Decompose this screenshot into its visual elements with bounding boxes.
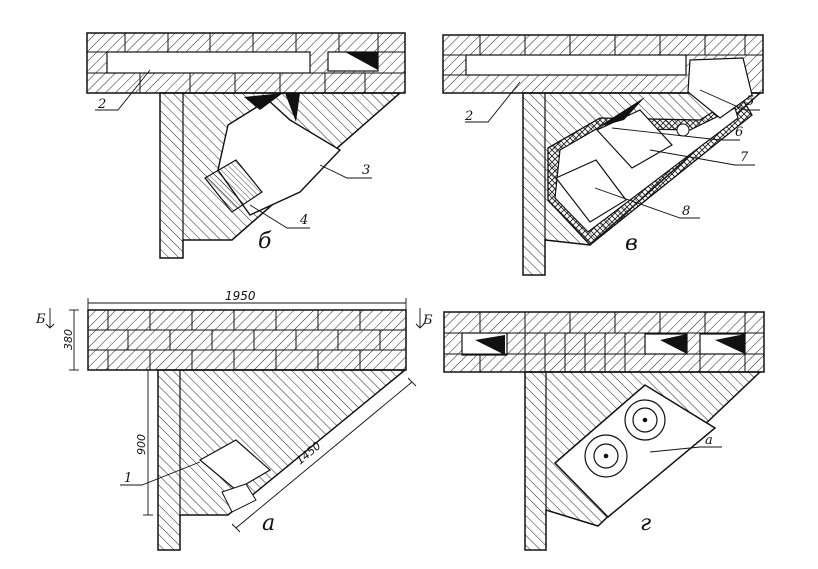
corner-stove-body [157,369,408,551]
callout-a-g: а [705,433,713,448]
dimension-lines-a [45,298,425,533]
callout-4-b: 4 [299,213,308,228]
wall-band [87,309,407,371]
callout-7-v: 7 [740,150,749,165]
figure-v: 2 5 6 7 8 в [442,34,764,276]
figure-letter-a: а [262,511,275,536]
figure-a: 1950 380 900 1450 Б Б 1 а [35,289,433,551]
corner-stove-body [159,92,402,259]
burner-center-large [642,417,648,423]
section-mark-left: Б [35,312,46,327]
burner-ring-large [624,399,666,441]
callout-1-a: 1 [124,471,132,486]
callout-3-b: 3 [362,163,370,178]
burner-center-small [603,453,609,459]
burner-ring-small [584,434,628,478]
callout-5-v: 5 [746,94,754,109]
dimension-height: 380 [62,329,75,350]
callout-6-v: 6 [735,125,743,140]
callouts-v [465,81,760,219]
corner-stove-body [522,57,762,276]
dimension-leg: 900 [135,434,148,455]
callout-2-v: 2 [464,109,473,124]
callout-8-v: 8 [682,204,690,219]
figure-g: а г [443,311,765,551]
figure-letter-b: б [258,229,272,254]
callouts-b [95,69,372,229]
figure-b: 2 3 4 б [86,32,406,259]
callouts-g [649,446,722,453]
wall-band [86,32,406,94]
cooking-plate [553,384,717,519]
corner-stove-body [524,371,762,551]
wall-band [443,311,765,373]
figure-letter-g: г [640,511,651,536]
figure-letter-v: в [625,231,638,256]
dimension-width: 1950 [225,289,256,303]
section-mark-right: Б [422,313,433,328]
callout-2-b: 2 [97,97,106,112]
